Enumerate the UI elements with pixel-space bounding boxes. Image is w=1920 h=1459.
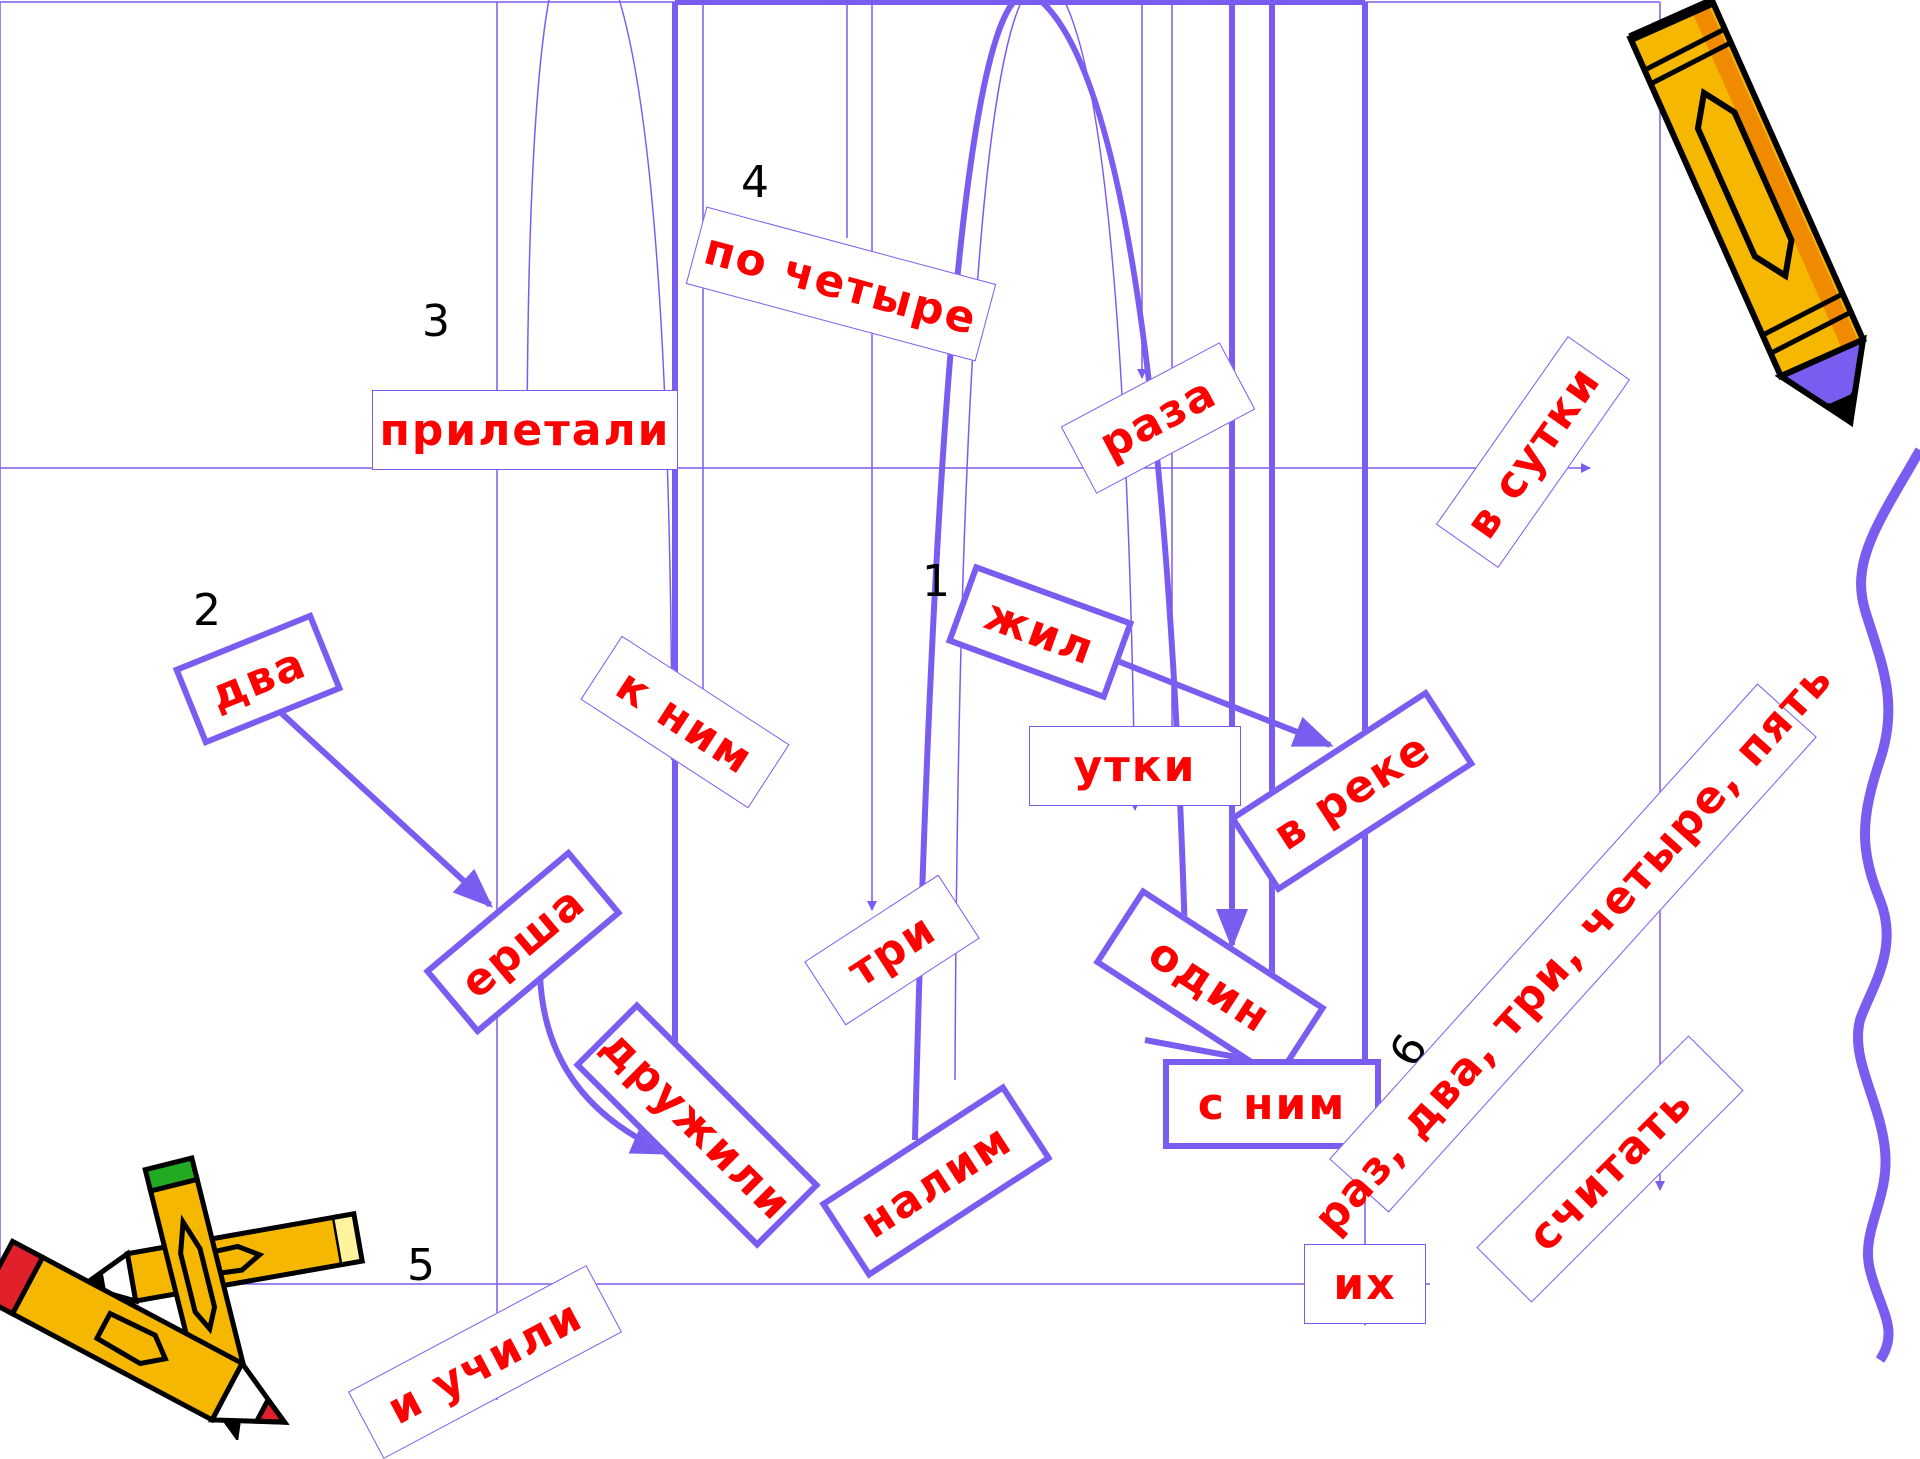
step-number-3: 3 <box>422 296 450 347</box>
word-box-s-nim: с ним <box>1163 1059 1381 1149</box>
pencil-icon-large <box>1630 2 1891 441</box>
word-box-prileteli: прилетали <box>372 390 678 470</box>
step-number-2: 2 <box>193 585 221 636</box>
step-number-1: 1 <box>922 556 950 607</box>
step-number-4: 4 <box>741 157 769 208</box>
guide-arc <box>527 0 672 760</box>
thick-arrow <box>278 710 490 905</box>
word-box-ikh: их <box>1304 1244 1426 1324</box>
guide-arc <box>955 0 1135 1080</box>
word-box-utki: утки <box>1029 726 1241 806</box>
step-number-5: 5 <box>407 1240 435 1291</box>
wavy-border <box>1858 450 1920 1360</box>
